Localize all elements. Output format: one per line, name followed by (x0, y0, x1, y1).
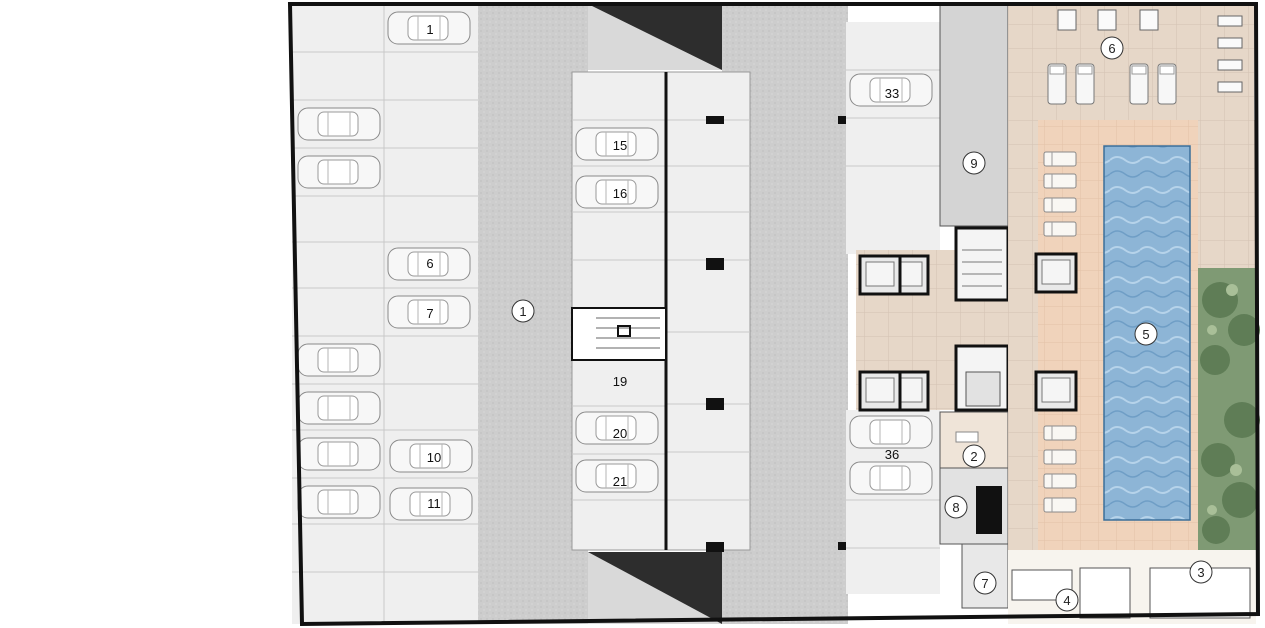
lounger-icon (1043, 197, 1077, 213)
elevator-icon (1034, 252, 1078, 294)
car-icon (297, 391, 381, 425)
lounger-icon (1043, 449, 1077, 465)
lounger-icon (1043, 497, 1077, 513)
ramp-9 (939, 3, 1009, 227)
zone-marker-label: 3 (1197, 565, 1204, 580)
zone-marker-label: 5 (1142, 327, 1149, 342)
zone-marker-label: 1 (519, 304, 526, 319)
zone-marker: 2 (962, 444, 986, 468)
zone-marker: 3 (1189, 560, 1213, 584)
lounger-icon (1043, 425, 1077, 441)
parking-strip-east-north (846, 22, 940, 254)
parking-number: 19 (613, 374, 627, 389)
stair-core-lobby (954, 226, 1010, 302)
treadmill-icon (1157, 63, 1177, 105)
zone-marker-label: 2 (970, 449, 977, 464)
parking-number: 20 (613, 426, 627, 441)
parking-number: 11 (427, 496, 441, 511)
zone-marker: 8 (944, 495, 968, 519)
zone-marker: 9 (962, 151, 986, 175)
lounger-icon (1043, 173, 1077, 189)
zone-marker: 6 (1100, 36, 1124, 60)
elevator-icon (858, 254, 902, 296)
lounger-icon (1043, 473, 1077, 489)
zone-marker-label: 9 (970, 156, 977, 171)
zone-marker-label: 6 (1108, 41, 1115, 56)
zone-marker-label: 8 (952, 500, 959, 515)
zone-marker-label: 4 (1063, 593, 1070, 608)
parking-number: 1 (426, 22, 433, 37)
lounger-icon (1043, 221, 1077, 237)
car-icon (849, 461, 933, 495)
parking-number: 6 (426, 256, 433, 271)
elevator-icon (858, 370, 902, 412)
car-icon (297, 155, 381, 189)
car-icon (297, 485, 381, 519)
parking-number: 16 (613, 186, 627, 201)
zone-marker: 5 (1134, 322, 1158, 346)
parking-number: 33 (885, 86, 899, 101)
parking-number: 7 (426, 306, 433, 321)
parking-number: 15 (613, 138, 627, 153)
treadmill-icon (1047, 63, 1067, 105)
elevator-icon (1034, 370, 1078, 412)
zone-marker: 1 (511, 299, 535, 323)
parking-island-east (665, 71, 751, 551)
parking-number: 36 (885, 447, 899, 462)
parking-number: 21 (613, 474, 627, 489)
car-icon (849, 415, 933, 449)
treadmill-icon (1075, 63, 1095, 105)
parking-number: 10 (427, 450, 441, 465)
zone-marker: 7 (973, 571, 997, 595)
pool-house (1198, 120, 1256, 270)
car-icon (297, 437, 381, 471)
zone-marker-label: 7 (981, 576, 988, 591)
perimeter-wall (287, 1, 1261, 627)
treadmill-icon (1129, 63, 1149, 105)
car-icon (297, 343, 381, 377)
zone-marker: 4 (1055, 588, 1079, 612)
car-icon (297, 107, 381, 141)
lounger-icon (1043, 151, 1077, 167)
